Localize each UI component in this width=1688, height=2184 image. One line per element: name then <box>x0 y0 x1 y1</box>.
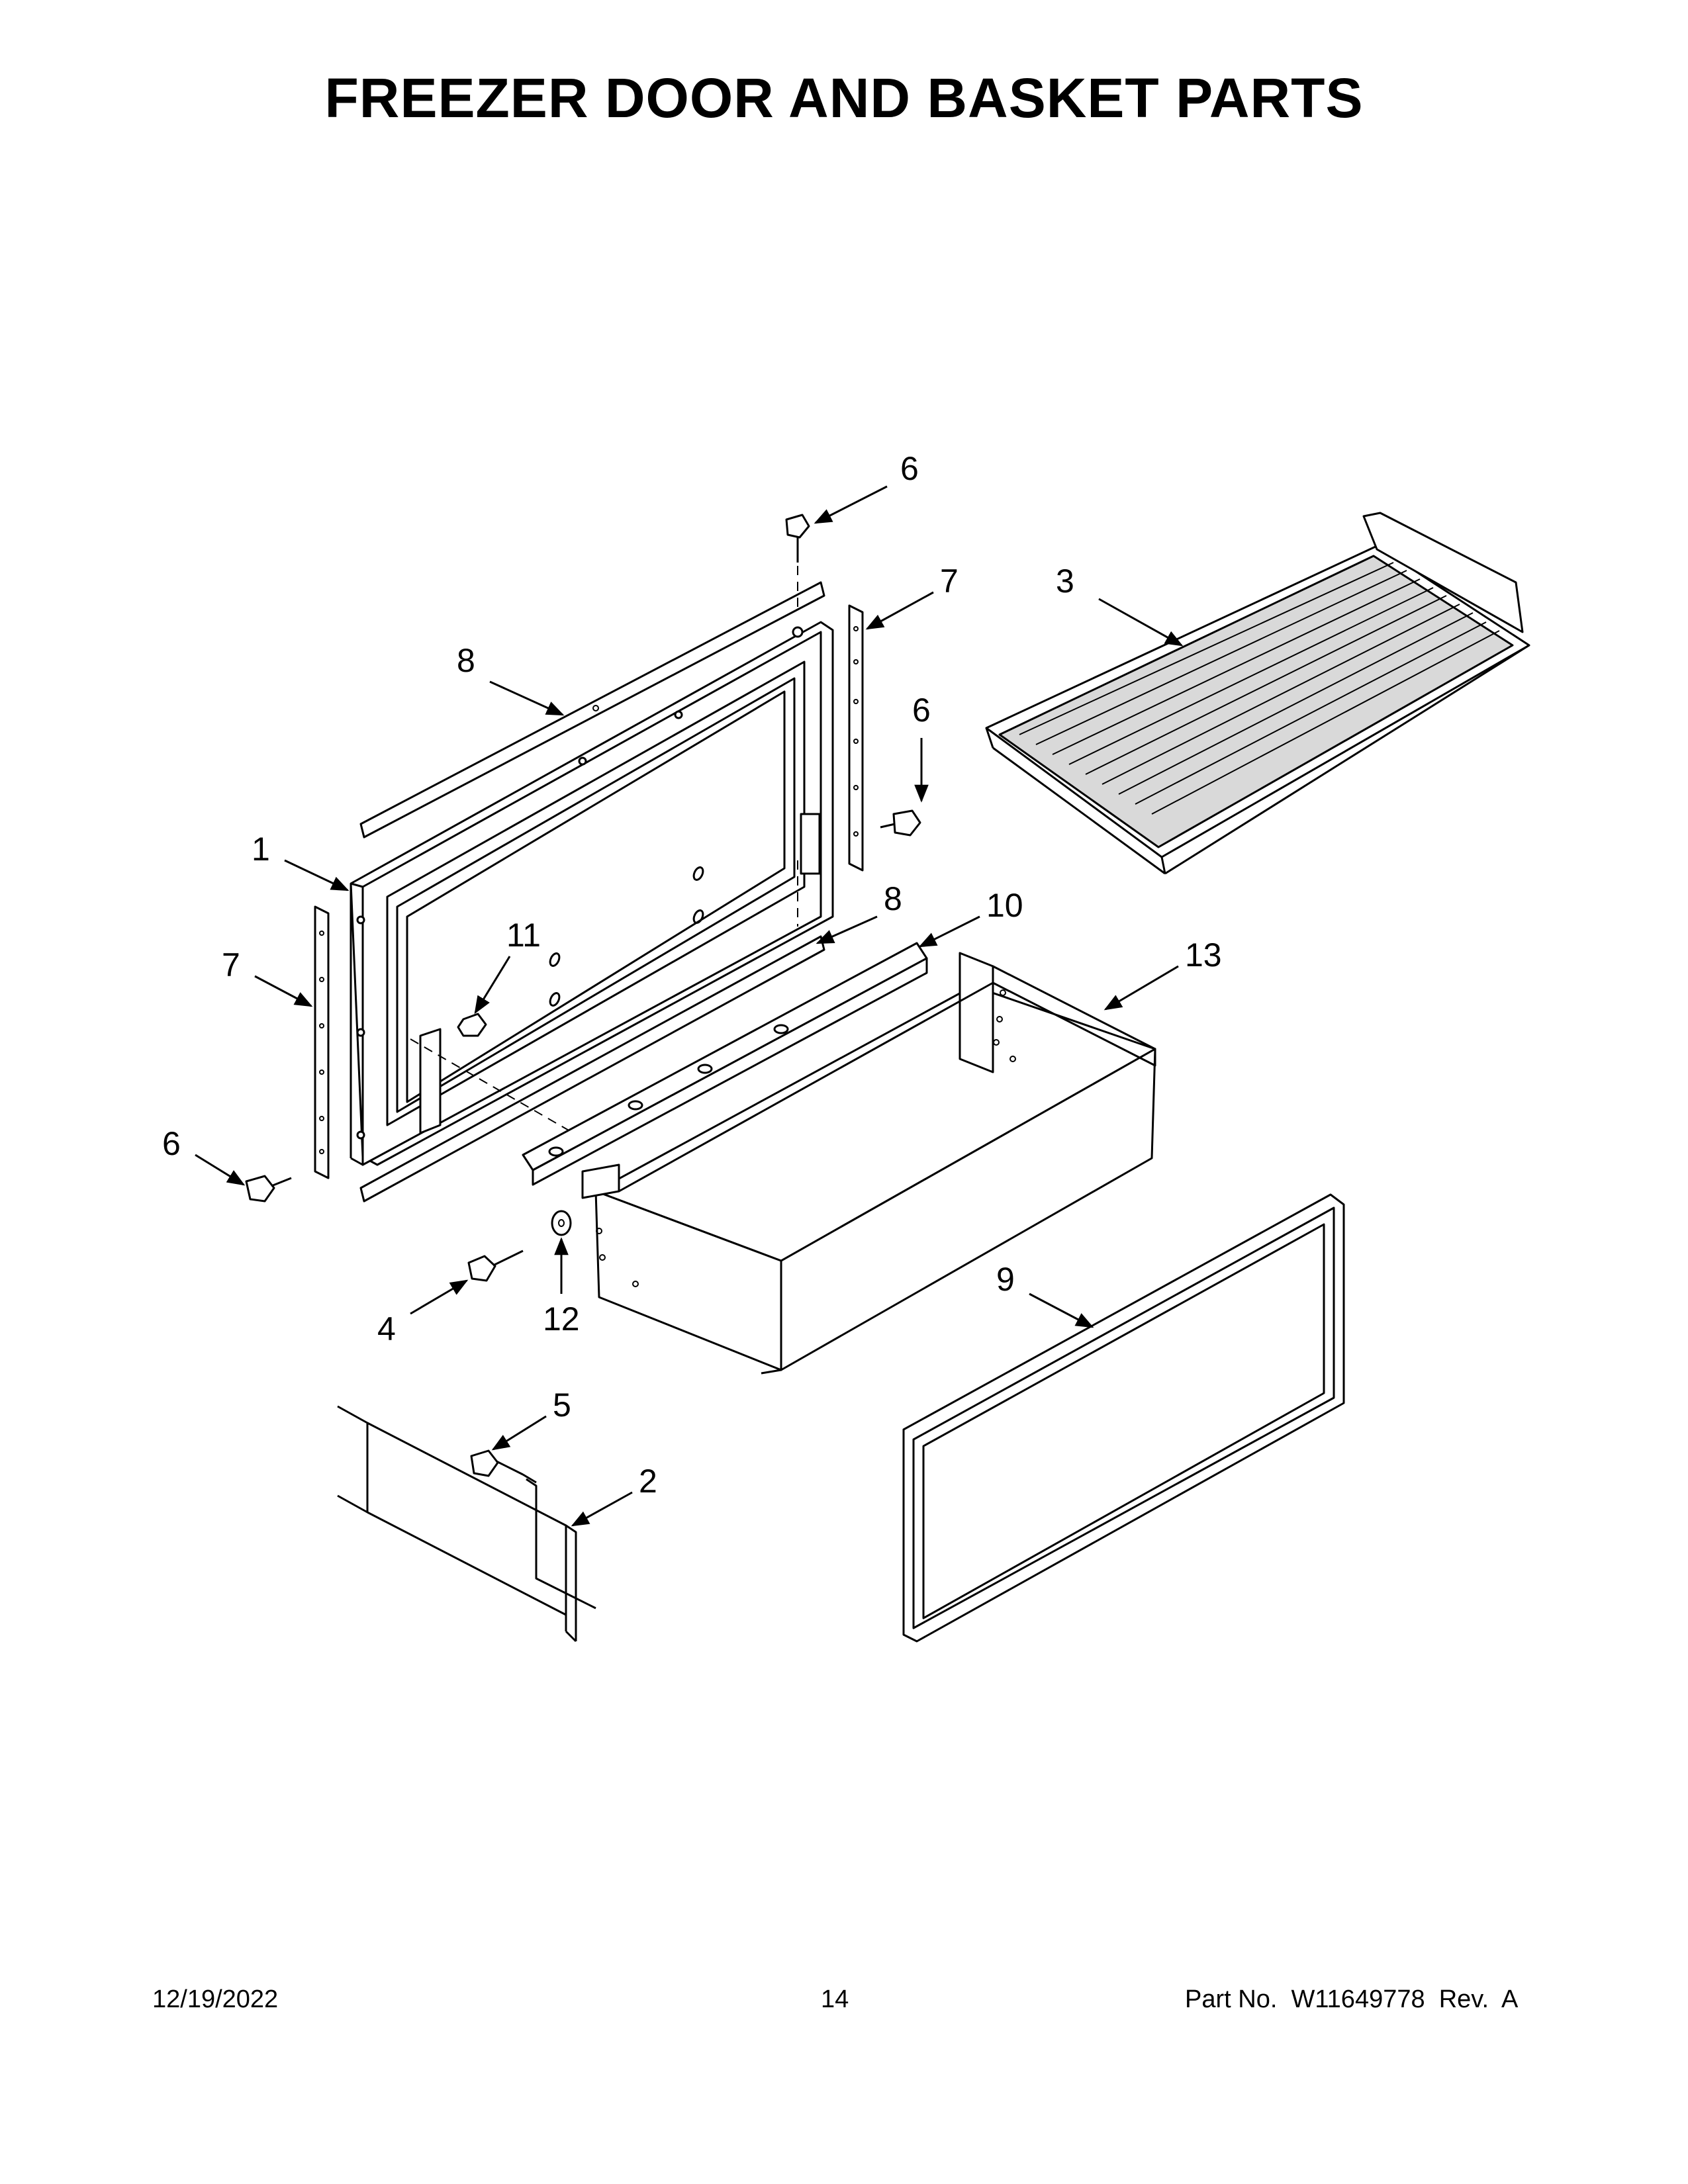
callout-labels: 6 7 3 8 6 1 8 10 11 7 13 6 9 4 12 5 2 <box>162 450 1222 1500</box>
callout-6-top: 6 <box>900 450 919 487</box>
callout-arrows <box>195 485 1184 1527</box>
callout-6-right: 6 <box>912 692 931 729</box>
part-7-left-trim <box>314 905 330 1179</box>
callout-9: 9 <box>996 1261 1015 1298</box>
callout-12: 12 <box>543 1300 580 1338</box>
callout-3: 3 <box>1056 563 1074 600</box>
callout-8-top: 8 <box>457 642 475 679</box>
callout-10: 10 <box>986 887 1023 924</box>
callout-1: 1 <box>252 831 270 868</box>
part-8-bottom-trim <box>359 935 825 1203</box>
part-5-screw <box>470 1449 537 1484</box>
footer-page-number: 14 <box>821 1985 849 2013</box>
part-6-screw-left <box>245 1175 292 1203</box>
part-4-screw <box>467 1250 524 1282</box>
part-6-screw-right <box>880 809 921 837</box>
callout-13: 13 <box>1185 936 1222 974</box>
part-8-top-trim <box>359 581 825 839</box>
footer-part-number: Part No. W11649778 Rev. A <box>1185 1985 1519 2013</box>
part-7-right-trim <box>848 604 864 872</box>
callout-11: 11 <box>506 917 541 954</box>
part-12-washer <box>551 1210 572 1236</box>
callout-6-left: 6 <box>162 1125 181 1162</box>
part-2-door-panel <box>337 1405 596 1643</box>
part-13-basket <box>581 952 1156 1375</box>
callout-4: 4 <box>377 1310 396 1347</box>
callout-8-bottom: 8 <box>884 880 902 917</box>
callout-7-right: 7 <box>940 563 959 600</box>
part-3-tray <box>985 512 1530 875</box>
page-title: FREEZER DOOR AND BASKET PARTS <box>324 67 1364 129</box>
footer-date: 12/19/2022 <box>152 1985 279 2013</box>
callout-2: 2 <box>639 1463 657 1500</box>
callout-7-left: 7 <box>222 946 240 983</box>
callout-5: 5 <box>553 1387 571 1424</box>
part-9-door-gasket <box>902 1193 1345 1643</box>
part-6-screw-top <box>785 514 810 612</box>
part-10-slide-rail <box>522 942 928 1186</box>
